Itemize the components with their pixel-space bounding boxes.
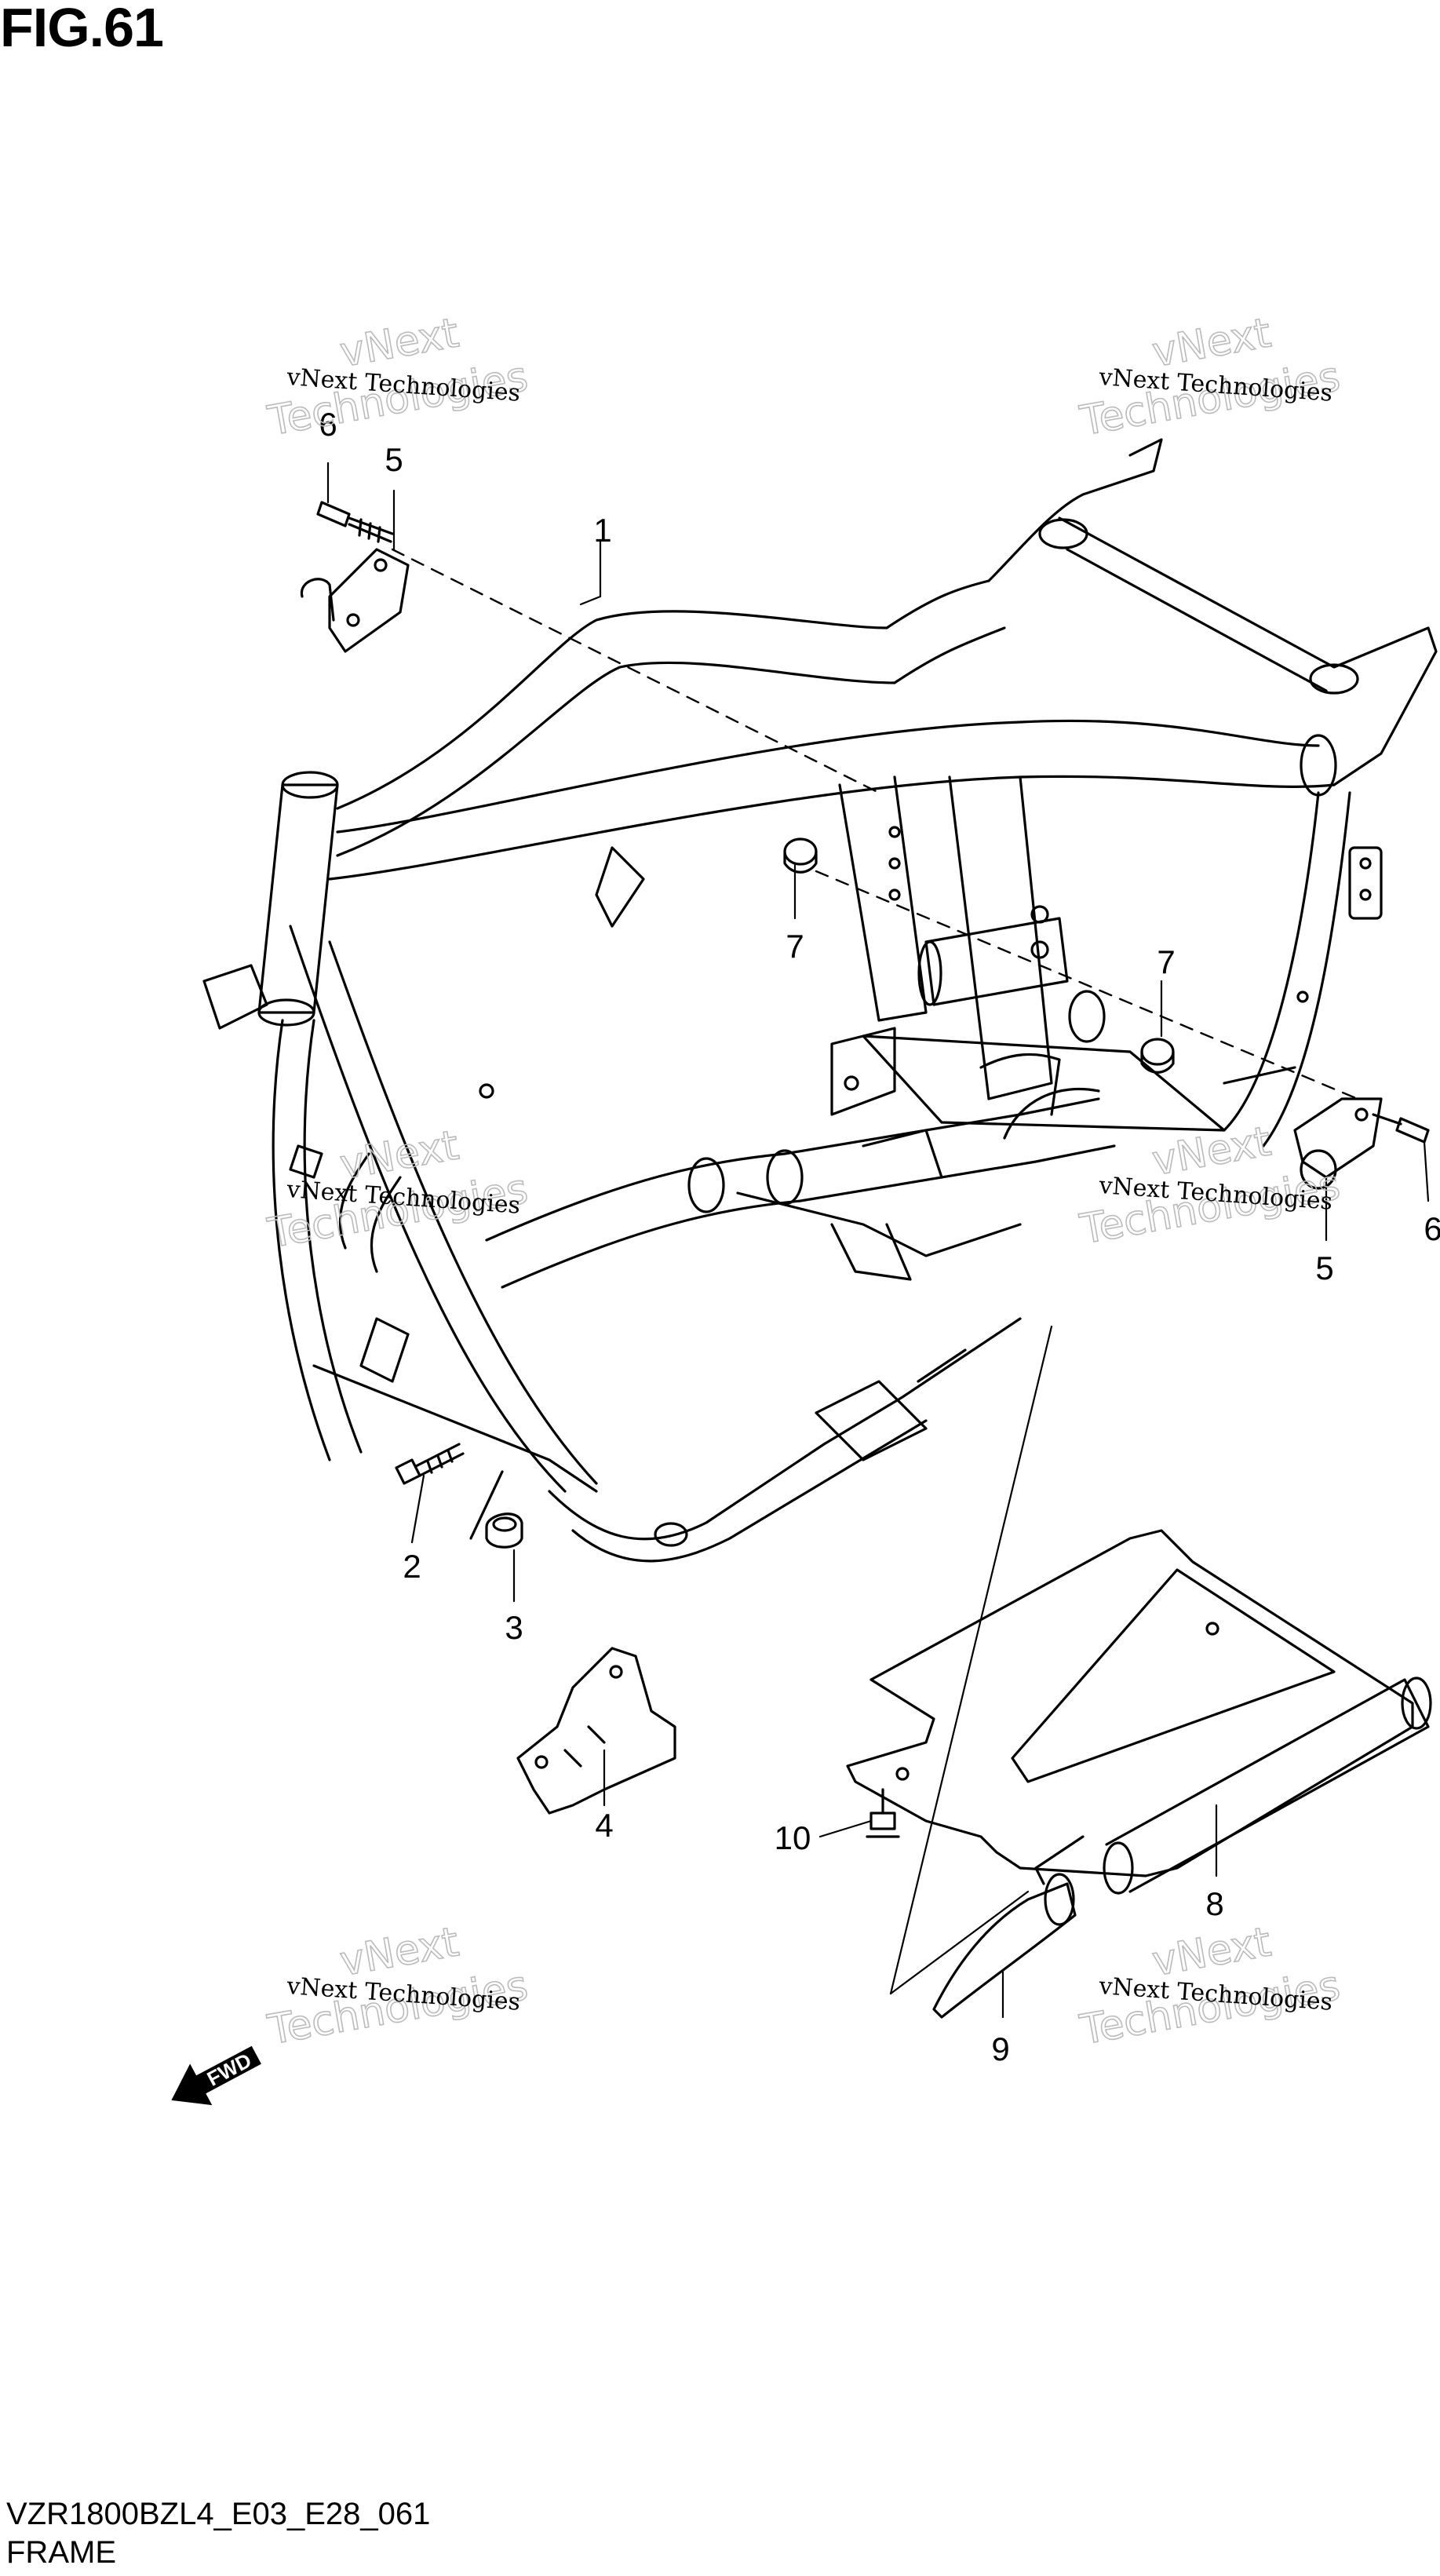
- callout-4: 4: [595, 1807, 613, 1844]
- callout-5-left: 5: [385, 441, 403, 478]
- callout-9: 9: [991, 2031, 1009, 2067]
- diagram-name: FRAME: [6, 2535, 116, 2570]
- diagram-code: VZR1800BZL4_E03_E28_061: [6, 2497, 431, 2531]
- part-5-bracket-left: [300, 548, 410, 653]
- part-10-bolt: [866, 1788, 900, 1838]
- part-7-plug-left: [783, 837, 818, 874]
- callout-7-left: 7: [786, 928, 804, 965]
- callouts: 1 2 3 4 5 5 6 6 7 7 8 9 10: [319, 406, 1440, 2067]
- callout-7-right: 7: [1157, 943, 1175, 980]
- part-6-bolt-right: [1372, 1113, 1430, 1144]
- frame-main: [202, 438, 1438, 1563]
- part-8-tube: [1103, 1677, 1432, 1895]
- part-4-bracket: [516, 1647, 676, 1815]
- fwd-label: FWD: [203, 2049, 255, 2091]
- callout-1: 1: [593, 512, 611, 549]
- part-8-skid-plate: [846, 1529, 1414, 1885]
- watermark-group: vNext Technologies vNext Technologies vN…: [264, 309, 1344, 2055]
- callout-6-right: 6: [1424, 1210, 1440, 1247]
- part-2-bolt: [395, 1443, 465, 1485]
- callout-5-right: 5: [1315, 1250, 1333, 1286]
- callout-10: 10: [775, 1819, 811, 1856]
- part-9-cover: [932, 1873, 1077, 2019]
- part-3-nut: [469, 1470, 523, 1549]
- callout-6-left: 6: [319, 406, 337, 443]
- part-7-plug-right: [1140, 1038, 1175, 1074]
- callout-2: 2: [403, 1548, 421, 1585]
- callout-8: 8: [1205, 1885, 1223, 1922]
- figure-title: FIG.61: [0, 0, 164, 58]
- fwd-arrow-icon: FWD: [171, 2045, 261, 2106]
- part-5-bracket-right: [1293, 1097, 1383, 1190]
- part-6-bolt-left: [316, 501, 394, 543]
- callout-3: 3: [505, 1609, 523, 1646]
